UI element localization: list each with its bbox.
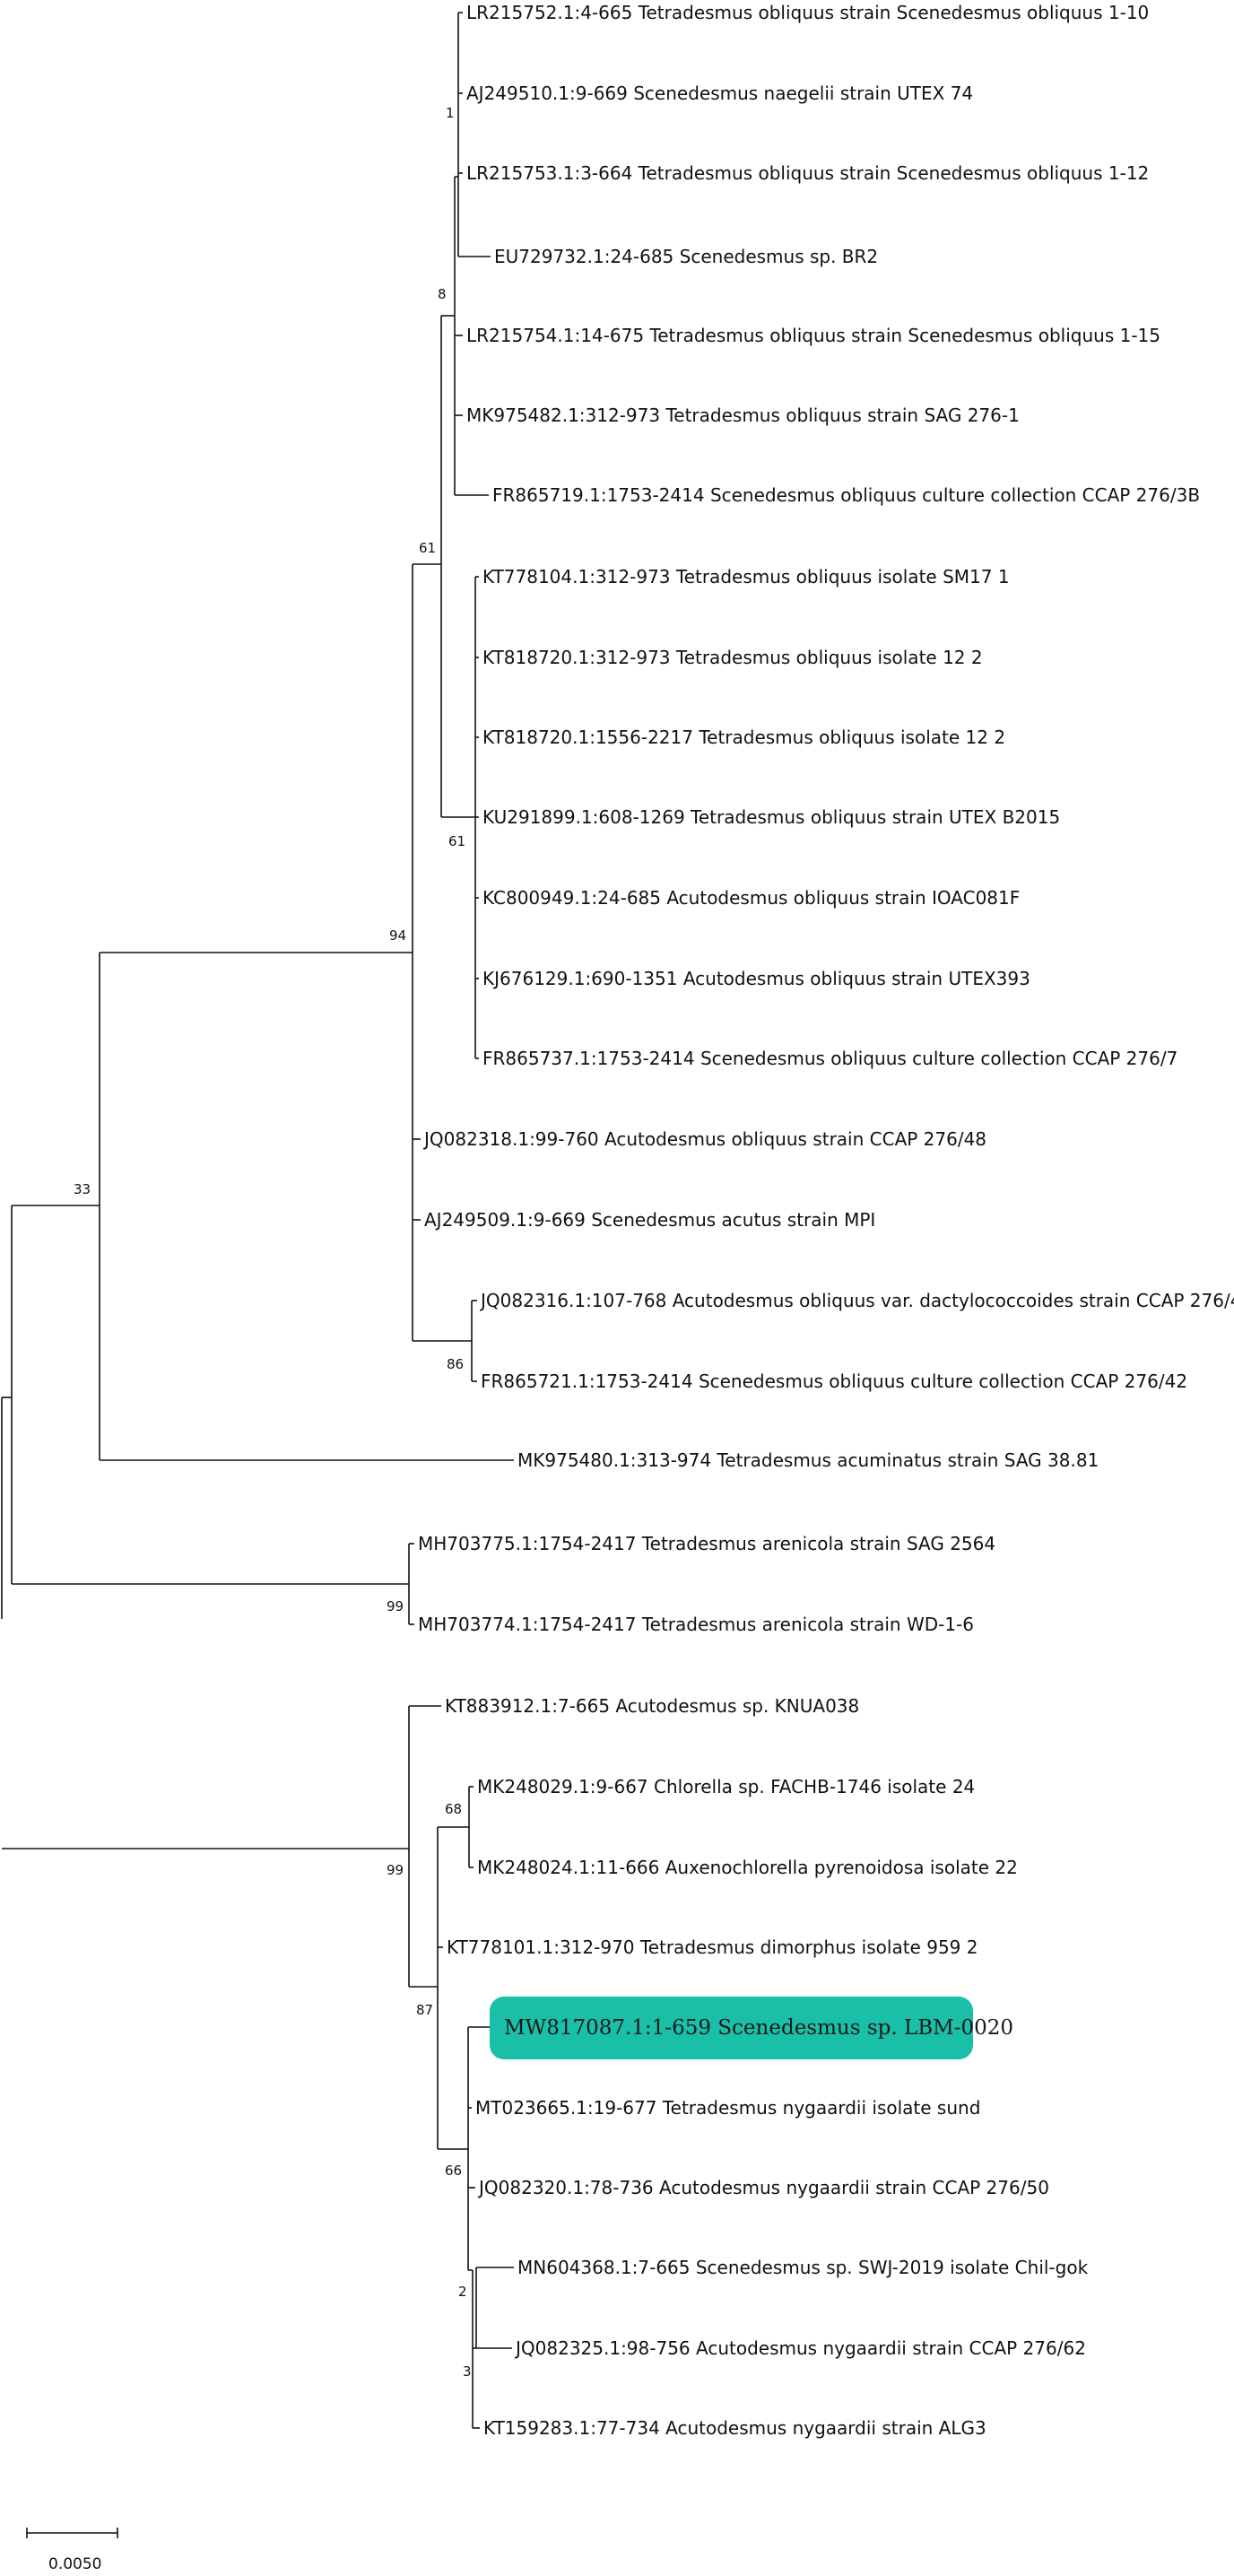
leaf-label: KT778104.1:312-973 Tetradesmus obliquus … [482, 566, 1010, 587]
support-value: 66 [445, 2163, 462, 2179]
leaf-label: LR215752.1:4-665 Tetradesmus obliquus st… [466, 2, 1149, 23]
leaf-label: JQ082318.1:99-760 Acutodesmus obliquus s… [422, 1128, 986, 1150]
leaf-label: KT818720.1:1556-2217 Tetradesmus obliquu… [482, 727, 1005, 748]
leaf-label: FR865721.1:1753-2414 Scenedesmus obliquu… [481, 1371, 1187, 1392]
support-value: 61 [419, 540, 436, 556]
highlight-box [490, 1997, 973, 2059]
support-value: 8 [438, 286, 447, 302]
support-value: 99 [387, 1862, 404, 1878]
leaf-label: JQ082316.1:107-768 Acutodesmus obliquus … [479, 1290, 1234, 1311]
support-value: 3 [463, 2363, 472, 2380]
support-value: 87 [416, 2002, 433, 2018]
leaf-label: FR865719.1:1753-2414 Scenedesmus obliquu… [492, 484, 1200, 506]
scale-bar: 0.0050 [26, 2528, 118, 2573]
support-value: 61 [448, 833, 465, 849]
leaf-label: MK248029.1:9-667 Chlorella sp. FACHB-174… [477, 1776, 975, 1797]
leaf-labels: LR215752.1:4-665 Tetradesmus obliquus st… [418, 2, 1234, 2439]
leaf-label: JQ082320.1:78-736 Acutodesmus nygaardii … [477, 2177, 1049, 2198]
leaf-label: MN604368.1:7-665 Scenedesmus sp. SWJ-201… [517, 2257, 1089, 2278]
leaf-label: MH703774.1:1754-2417 Tetradesmus arenico… [418, 1614, 974, 1635]
leaf-label: EU729732.1:24-685 Scenedesmus sp. BR2 [494, 246, 878, 267]
leaf-label: KT883912.1:7-665 Acutodesmus sp. KNUA038 [445, 1695, 859, 1717]
leaf-label: MK248024.1:11-666 Auxenochlorella pyreno… [477, 1857, 1018, 1878]
support-value: 86 [447, 1356, 464, 1372]
support-value: 2 [458, 2284, 467, 2300]
support-value: 94 [389, 927, 406, 944]
leaf-label: MT023665.1:19-677 Tetradesmus nygaardii … [475, 2097, 980, 2119]
support-value: 33 [74, 1181, 91, 1197]
support-value: 1 [446, 105, 455, 121]
leaf-label: AJ249509.1:9-669 Scenedesmus acutus stra… [424, 1209, 875, 1231]
support-values: 1 8 61 61 94 33 86 99 68 99 87 66 2 3 [74, 105, 472, 2380]
leaf-label: JQ082325.1:98-756 Acutodesmus nygaardii … [514, 2337, 1086, 2359]
highlighted-leaf-label: MW817087.1:1-659 Scenedesmus sp. LBM-002… [504, 2016, 1013, 2040]
leaf-label: KJ676129.1:690-1351 Acutodesmus obliquus… [482, 968, 1030, 989]
leaf-label: KT778101.1:312-970 Tetradesmus dimorphus… [447, 1936, 978, 1958]
leaf-label: KU291899.1:608-1269 Tetradesmus obliquus… [482, 806, 1060, 828]
leaf-label: LR215753.1:3-664 Tetradesmus obliquus st… [466, 162, 1149, 184]
leaf-label: AJ249510.1:9-669 Scenedesmus naegelii st… [466, 83, 973, 104]
tree-branches [1, 12, 514, 2429]
leaf-label: KT159283.1:77-734 Acutodesmus nygaardii … [483, 2417, 986, 2439]
leaf-label: MK975482.1:312-973 Tetradesmus obliquus … [466, 405, 1020, 426]
leaf-label: MH703775.1:1754-2417 Tetradesmus arenico… [418, 1533, 995, 1554]
leaf-label: KT818720.1:312-973 Tetradesmus obliquus … [482, 647, 983, 668]
leaf-label: KC800949.1:24-685 Acutodesmus obliquus s… [482, 887, 1020, 909]
support-value: 99 [387, 1598, 404, 1614]
support-value: 68 [445, 1801, 462, 1817]
scale-bar-label: 0.0050 [48, 2555, 101, 2573]
leaf-label: MK975480.1:313-974 Tetradesmus acuminatu… [517, 1449, 1099, 1471]
leaf-label: FR865737.1:1753-2414 Scenedesmus obliquu… [482, 1048, 1178, 1069]
leaf-label: LR215754.1:14-675 Tetradesmus obliquus s… [466, 325, 1160, 346]
